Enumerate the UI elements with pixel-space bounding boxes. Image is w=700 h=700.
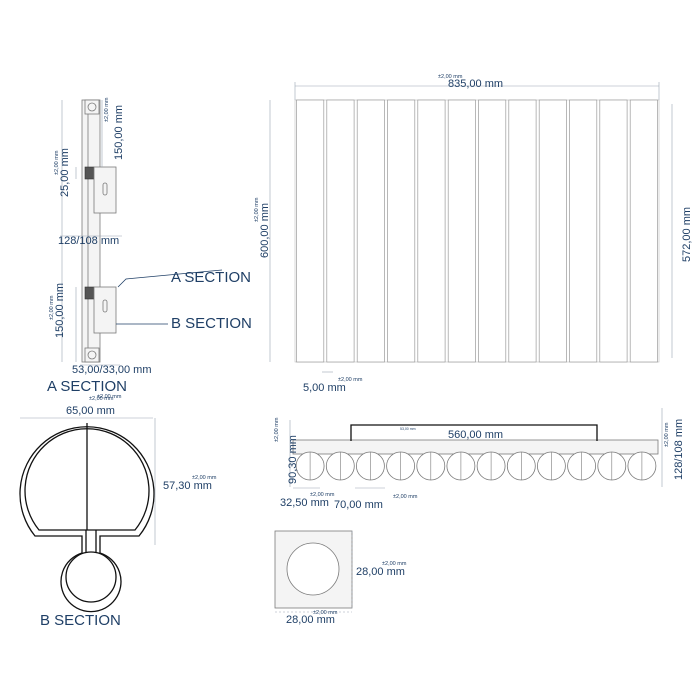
top-fitting-hole: [87, 102, 97, 112]
section-a: A SECTION 65,00 mm ±2,00 mm 57,30 mm ±2,…: [19, 378, 217, 613]
top-tubes: [295, 451, 657, 481]
bracket-height-label: 25,00 mm: [59, 148, 71, 197]
front-tube: [447, 99, 476, 363]
top-offset-tolerance: ±2,00 mm: [104, 97, 110, 122]
height-tolerance: ±2,00 mm: [254, 197, 260, 222]
header-height-label: 90,30 mm: [287, 435, 299, 484]
lower-bracket-block: [84, 286, 95, 300]
section-a-profile-inner: [24, 428, 150, 531]
front-tube: [326, 99, 355, 363]
bracket-height-tolerance: ±2,00 mm: [54, 150, 60, 175]
gap-tolerance: ±2,00 mm: [338, 377, 363, 383]
lower-bracket-plate: [93, 286, 117, 334]
top-offset-label: 150,00 mm: [113, 105, 125, 160]
height-label: 600,00 mm: [259, 203, 271, 258]
section-b-height-label: 28,00 mm: [356, 566, 405, 578]
front-tube: [629, 99, 658, 363]
callout-a-label: A SECTION: [171, 269, 251, 286]
center-distance-label: 560,00 mm: [448, 429, 503, 441]
top-fitting: [84, 99, 100, 115]
front-tube: [356, 99, 385, 363]
callout-b-label: B SECTION: [171, 315, 252, 332]
center-distance-tolerance: 53,00 mm: [400, 427, 416, 431]
tube-width-label: 32,50 mm: [280, 497, 329, 509]
tube-width-tolerance: ±2,00 mm: [310, 492, 335, 498]
bottom-offset-tolerance: ±2,00 mm: [49, 295, 55, 320]
top-view: 560,00 mm 53,00 mm 128/108 mm ±2,00 mm 9…: [274, 408, 685, 511]
callout-a-line: [117, 269, 223, 288]
wall-distance-label: 53,00/33,00 mm: [72, 364, 152, 376]
section-a-width-tolerance: ±2,00 mm: [89, 396, 114, 402]
header-height-tolerance: ±2,00 mm: [274, 417, 280, 442]
total-depth-label: 128/108 mm: [673, 419, 685, 480]
bottom-fitting-hole: [87, 350, 97, 360]
section-b-height-tolerance: ±2,00 mm: [382, 561, 407, 567]
front-tube: [599, 99, 628, 363]
top-header-bar: [292, 439, 659, 455]
section-a-title: A SECTION: [47, 378, 127, 395]
front-tube: [478, 99, 507, 363]
front-tube: [569, 99, 598, 363]
section-b-circle: [286, 542, 340, 596]
width-tolerance: ±2,00 mm: [438, 74, 463, 80]
depth-label: 128/108 mm: [58, 235, 119, 247]
pitch-label: 70,00 mm: [334, 499, 383, 511]
section-a-profile-outer: [19, 426, 155, 613]
front-tube: [508, 99, 537, 363]
pitch-tolerance: ±2,00 mm: [393, 494, 418, 500]
section-b: B SECTION 28,00 mm ±2,00 mm 28,00 mm ±2,…: [40, 530, 407, 629]
side-view: 150,00 mm ±2,00 mm 25,00 mm ±2,00 mm 128…: [49, 97, 252, 400]
wall-distance-tolerance: ±2,00 mm: [97, 394, 122, 400]
total-depth-tolerance: ±2,00 mm: [664, 422, 670, 447]
front-tube: [538, 99, 567, 363]
section-a-pipe-inner: [65, 551, 117, 603]
center-distance-bracket: [350, 424, 598, 441]
section-a-height-label: 57,30 mm: [163, 480, 212, 492]
bottom-fitting: [84, 347, 100, 363]
upper-bracket-slot: [102, 182, 108, 196]
front-tubes: [296, 99, 658, 363]
front-tube: [417, 99, 446, 363]
front-outline: [294, 99, 660, 363]
lower-bracket-slot: [102, 299, 108, 313]
section-b-title: B SECTION: [40, 612, 121, 629]
bottom-offset-label: 150,00 mm: [54, 283, 66, 338]
upper-bracket-plate: [93, 166, 117, 214]
section-a-height-tolerance: ±2,00 mm: [192, 475, 217, 481]
width-label: 835,00 mm: [448, 78, 503, 90]
section-a-width-label: 65,00 mm: [66, 405, 115, 417]
front-tube: [296, 99, 325, 363]
front-view: ±2,00 mm 835,00 mm 600,00 mm ±2,00 mm 57…: [254, 74, 693, 394]
section-b-width-tolerance: ±2,00 mm: [313, 610, 338, 616]
gap-label: 5,00 mm: [303, 382, 346, 394]
inner-height-label: 572,00 mm: [681, 207, 693, 262]
section-b-width-label: 28,00 mm: [286, 614, 335, 626]
upper-bracket-block: [84, 166, 95, 180]
front-tube: [387, 99, 416, 363]
